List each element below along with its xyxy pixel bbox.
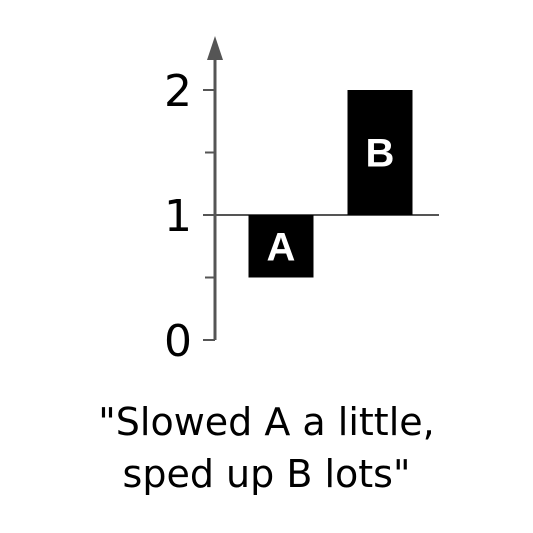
relative-speed-chart: 012 AB xyxy=(164,36,439,367)
y-tick-label-1: 1 xyxy=(164,191,192,242)
caption-line-2: sped up B lots" xyxy=(122,452,411,496)
caption-line-1: "Slowed A a little, xyxy=(98,400,435,444)
bars: AB xyxy=(248,90,413,278)
chart-caption: "Slowed A a little, sped up B lots" xyxy=(0,396,533,500)
y-tick-label-0: 0 xyxy=(164,316,192,367)
bar-B xyxy=(347,90,413,215)
y-tick-label-2: 2 xyxy=(164,66,192,117)
bar-label-A: A xyxy=(267,225,296,269)
y-axis-arrow xyxy=(207,36,223,60)
bar-A xyxy=(248,215,314,278)
bar-label-B: B xyxy=(366,132,395,176)
